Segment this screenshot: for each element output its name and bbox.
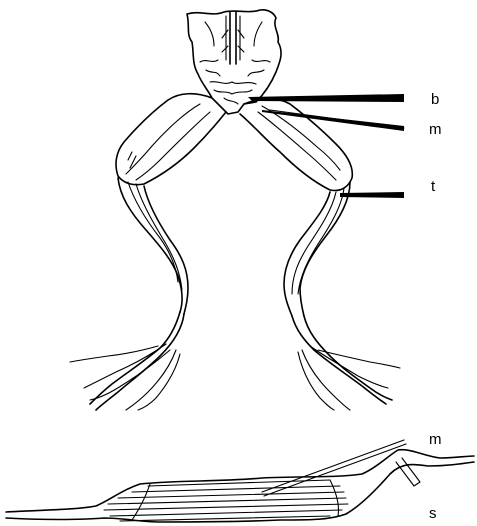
left-lower-leg: [118, 178, 188, 314]
left-foot: [70, 312, 184, 410]
left-thigh: [116, 94, 226, 185]
pointer-line-muscle-bottom: [262, 440, 404, 492]
pointer-lines: [248, 94, 404, 198]
muscle-fibres: [104, 480, 348, 521]
label-m-bottom: m: [429, 431, 442, 448]
pointer-line-skin: [396, 458, 420, 486]
right-thigh: [240, 99, 352, 191]
right-foot: [292, 316, 400, 410]
skin-muscle-section: [6, 440, 474, 522]
skin-upper-edge: [6, 450, 474, 512]
label-t: t: [431, 178, 436, 195]
label-b: b: [431, 91, 439, 108]
label-s: s: [429, 505, 437, 522]
right-lower-leg: [284, 182, 350, 316]
frog-legs-illustration: [70, 10, 404, 410]
label-m-top: m: [429, 121, 442, 138]
